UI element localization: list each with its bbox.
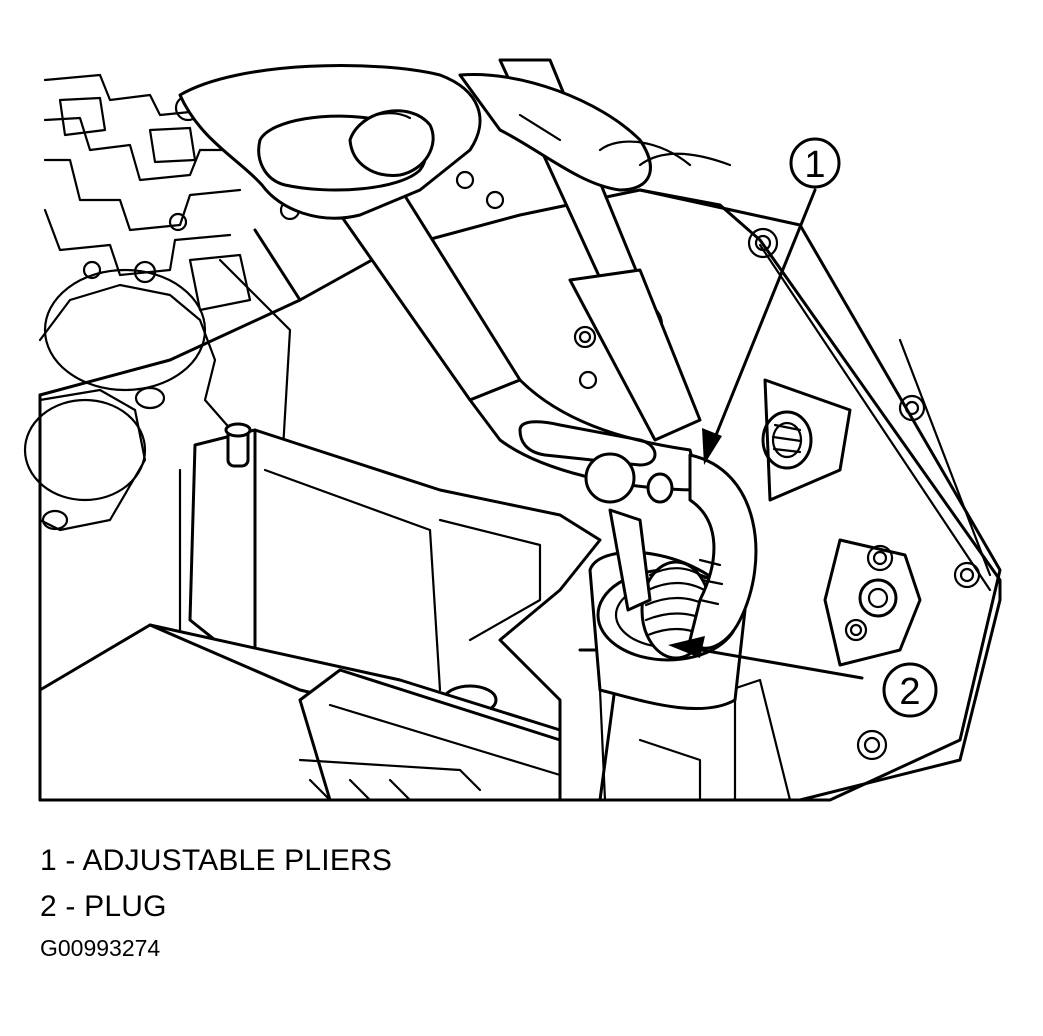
- callout-2-number: 2: [899, 671, 920, 713]
- callout-2-arrowhead: [668, 636, 705, 658]
- callout-1: 1: [702, 137, 841, 465]
- hand: [178, 63, 732, 220]
- port-cluster: [823, 538, 922, 667]
- legend-item-adjustable-pliers: 1 - ADJUSTABLE PLIERS: [40, 844, 393, 877]
- figure-legend: 1 - ADJUSTABLE PLIERS 2 - PLUG: [40, 838, 392, 930]
- callout-2: 2: [668, 636, 938, 718]
- pliers-plug-illustration: 1 2: [23, 58, 1002, 802]
- transmission-case: [38, 188, 1002, 802]
- lower-housing: [38, 623, 792, 802]
- callout-1-number: 1: [804, 144, 825, 186]
- callout-1-arrowhead: [702, 428, 722, 465]
- valve-body: [43, 73, 505, 312]
- threaded-port: [761, 378, 852, 502]
- casting-block: [178, 422, 602, 772]
- adjustable-pliers: [328, 58, 758, 650]
- figure-id: G00993274: [40, 935, 161, 961]
- legend-item-plug: 2 - PLUG: [40, 890, 167, 923]
